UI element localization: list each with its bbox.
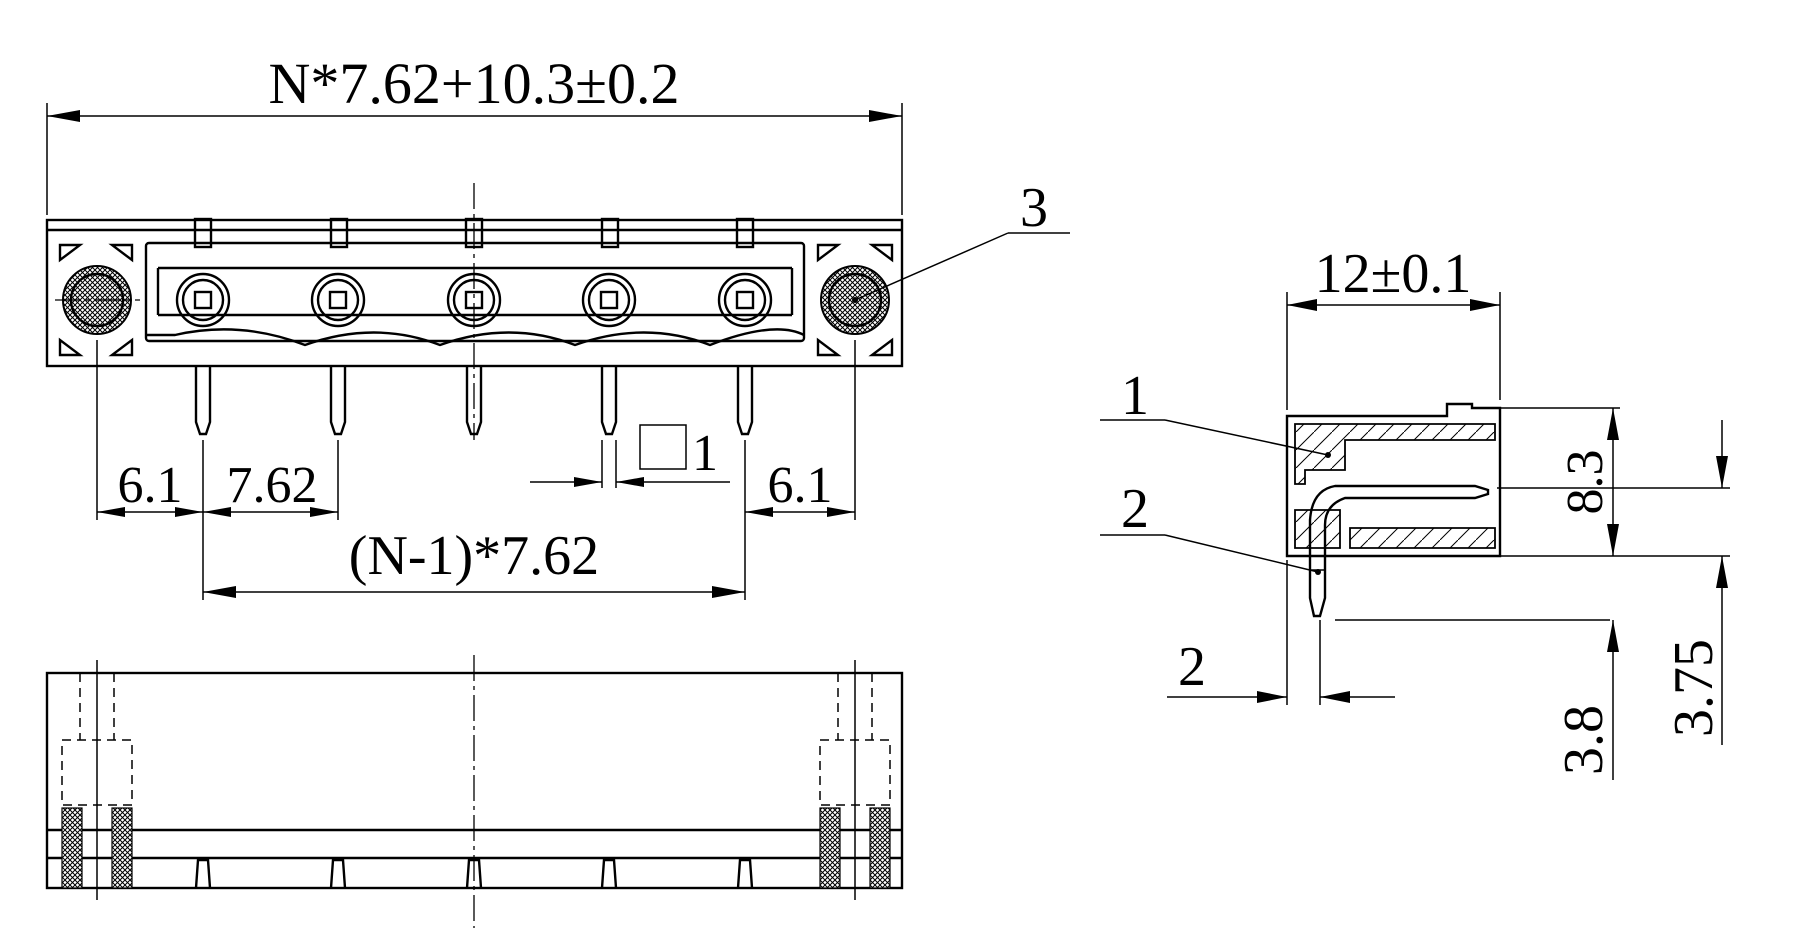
- callout-3: 3: [1020, 177, 1048, 239]
- depth-label: 12±0.1: [1315, 243, 1472, 305]
- left-offset-label: 6.1: [118, 457, 183, 514]
- bottom-view: [45, 655, 904, 928]
- plug-pocket: [144, 241, 806, 343]
- callout-1: 1: [1121, 365, 1149, 427]
- height-label: 8.3: [1557, 450, 1614, 515]
- pin-height-label: 3.75: [1663, 639, 1725, 737]
- left-mount-hole: [55, 243, 140, 357]
- top-latch-tabs: [193, 217, 755, 249]
- right-offset-label: 6.1: [768, 457, 833, 514]
- side-view: 12±0.1 8.3 3.75 3.8 2 1 2: [1100, 243, 1730, 780]
- overall-length-label: N*7.62+10.3±0.2: [269, 51, 680, 116]
- front-view: N*7.62+10.3±0.2 6.1 7.62 6.1 1 (N-1)*7.6…: [45, 51, 1070, 600]
- pitch-span-label: (N-1)*7.62: [349, 525, 599, 587]
- pin-length-label: 3.8: [1553, 705, 1615, 775]
- side-housing-outline: [1285, 402, 1502, 558]
- pins-below: [194, 366, 754, 436]
- square-symbol: [639, 424, 687, 470]
- pin-square-label: 1: [692, 425, 718, 482]
- side-pin: [1308, 484, 1490, 618]
- pin-offset-label: 2: [1178, 636, 1206, 698]
- callout-2: 2: [1121, 478, 1149, 540]
- pitch-label: 7.62: [227, 457, 318, 514]
